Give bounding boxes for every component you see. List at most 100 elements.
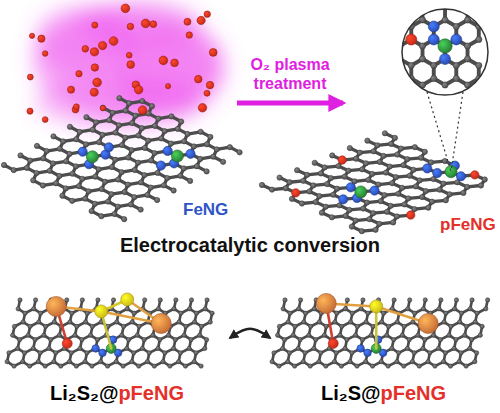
carbon-atom bbox=[50, 161, 55, 166]
carbon-atom bbox=[439, 298, 443, 302]
carbon-atom bbox=[422, 149, 427, 154]
carbon-atom bbox=[353, 218, 358, 223]
carbon-atom bbox=[77, 129, 82, 134]
carbon-atom bbox=[109, 164, 114, 169]
connector-arrow bbox=[237, 101, 343, 106]
carbon-atom bbox=[43, 364, 47, 368]
carbon-atom bbox=[413, 184, 418, 189]
carbon-atom bbox=[96, 167, 101, 172]
carbon-atom bbox=[428, 351, 432, 355]
carbon-atom bbox=[297, 307, 301, 311]
carbon-atom bbox=[331, 192, 336, 197]
carbon-atom bbox=[84, 115, 89, 120]
nitrogen-atom bbox=[440, 54, 451, 65]
carbon-atom bbox=[28, 158, 33, 163]
carbon-atom bbox=[399, 185, 404, 190]
carbon-atom bbox=[396, 191, 401, 196]
carbon-atom bbox=[102, 179, 107, 184]
sheet-panel: FeNG bbox=[5, 30, 235, 235]
carbon-atom bbox=[183, 364, 187, 368]
carbon-atom bbox=[165, 175, 170, 180]
carbon-atom bbox=[173, 337, 177, 341]
carbon-atom bbox=[21, 320, 25, 324]
carbon-atom bbox=[377, 221, 382, 226]
carbon-atom bbox=[107, 118, 112, 123]
carbon-atom bbox=[480, 324, 484, 328]
carbon-atom bbox=[452, 346, 456, 350]
carbon-atom bbox=[357, 150, 362, 155]
carbon-atom bbox=[478, 333, 482, 337]
carbon-atom bbox=[287, 351, 291, 355]
oxygen-atom bbox=[198, 103, 207, 112]
carbon-atom bbox=[161, 183, 166, 188]
carbon-atom bbox=[323, 204, 328, 209]
carbon-atom bbox=[334, 351, 338, 355]
carbon-atom bbox=[112, 211, 117, 216]
carbon-atom bbox=[97, 140, 102, 145]
carbon-atom bbox=[335, 311, 339, 315]
carbon-atom bbox=[128, 202, 133, 207]
graphene-sheet bbox=[5, 298, 214, 368]
oxygen-atom bbox=[82, 45, 89, 52]
oxygen-atom bbox=[27, 74, 33, 80]
carbon-atom bbox=[464, 43, 470, 49]
carbon-atom bbox=[70, 311, 74, 315]
carbon-atom bbox=[93, 174, 98, 179]
carbon-atom bbox=[114, 360, 118, 364]
carbon-atom bbox=[208, 134, 213, 139]
carbon-atom bbox=[464, 364, 468, 368]
carbon-atom bbox=[142, 145, 147, 150]
carbon-atom bbox=[408, 298, 412, 302]
carbon-atom bbox=[123, 108, 128, 113]
carbon-atom bbox=[135, 160, 140, 165]
carbon-atom bbox=[378, 199, 383, 204]
carbon-atom bbox=[387, 164, 392, 169]
carbon-atom bbox=[348, 360, 352, 364]
carbon-atom bbox=[365, 138, 370, 143]
iron-atom bbox=[171, 150, 183, 162]
carbon-atom bbox=[129, 148, 134, 153]
carbon-atom bbox=[166, 333, 170, 337]
lithium-atom bbox=[151, 313, 171, 333]
carbon-atom bbox=[329, 215, 334, 220]
carbon-atom bbox=[26, 333, 30, 337]
carbon-atom bbox=[359, 307, 363, 311]
carbon-atom bbox=[388, 141, 393, 146]
carbon-atom bbox=[275, 333, 279, 337]
carbon-atom bbox=[138, 207, 143, 212]
carbon-atom bbox=[179, 311, 183, 315]
carbon-atom bbox=[69, 351, 73, 355]
carbon-atom bbox=[454, 298, 458, 302]
carbon-atom bbox=[324, 364, 328, 368]
oxygen-species bbox=[27, 4, 217, 123]
formula-part: Li₂S@ bbox=[321, 382, 381, 404]
carbon-atom bbox=[109, 192, 114, 197]
carbon-atom bbox=[31, 346, 35, 350]
carbon-atom bbox=[42, 333, 46, 337]
carbon-atom bbox=[339, 364, 343, 368]
carbon-atom bbox=[364, 360, 368, 364]
carbon-atom bbox=[379, 360, 383, 364]
oxygen-atom bbox=[42, 51, 48, 57]
carbon-atom bbox=[395, 152, 400, 157]
carbon-atom bbox=[70, 171, 75, 176]
carbon-atom bbox=[126, 101, 131, 106]
carbon-atom bbox=[121, 324, 125, 328]
oxygen-atom bbox=[134, 85, 143, 94]
carbon-atom bbox=[371, 149, 376, 154]
carbon-atom bbox=[406, 307, 410, 311]
carbon-atom bbox=[453, 75, 459, 81]
carbon-atom bbox=[7, 351, 11, 355]
carbon-atom bbox=[40, 183, 45, 188]
carbon-atom bbox=[47, 346, 51, 350]
carbon-atom bbox=[122, 217, 127, 222]
oxygen-atom bbox=[338, 156, 346, 164]
oxygen-atom bbox=[186, 32, 192, 38]
carbon-atom bbox=[140, 346, 144, 350]
carbon-atom bbox=[181, 166, 186, 171]
zoom-ground bbox=[402, 9, 488, 95]
carbon-atom bbox=[10, 333, 14, 337]
carbon-atom bbox=[464, 324, 468, 328]
carbon-atom bbox=[394, 214, 399, 219]
